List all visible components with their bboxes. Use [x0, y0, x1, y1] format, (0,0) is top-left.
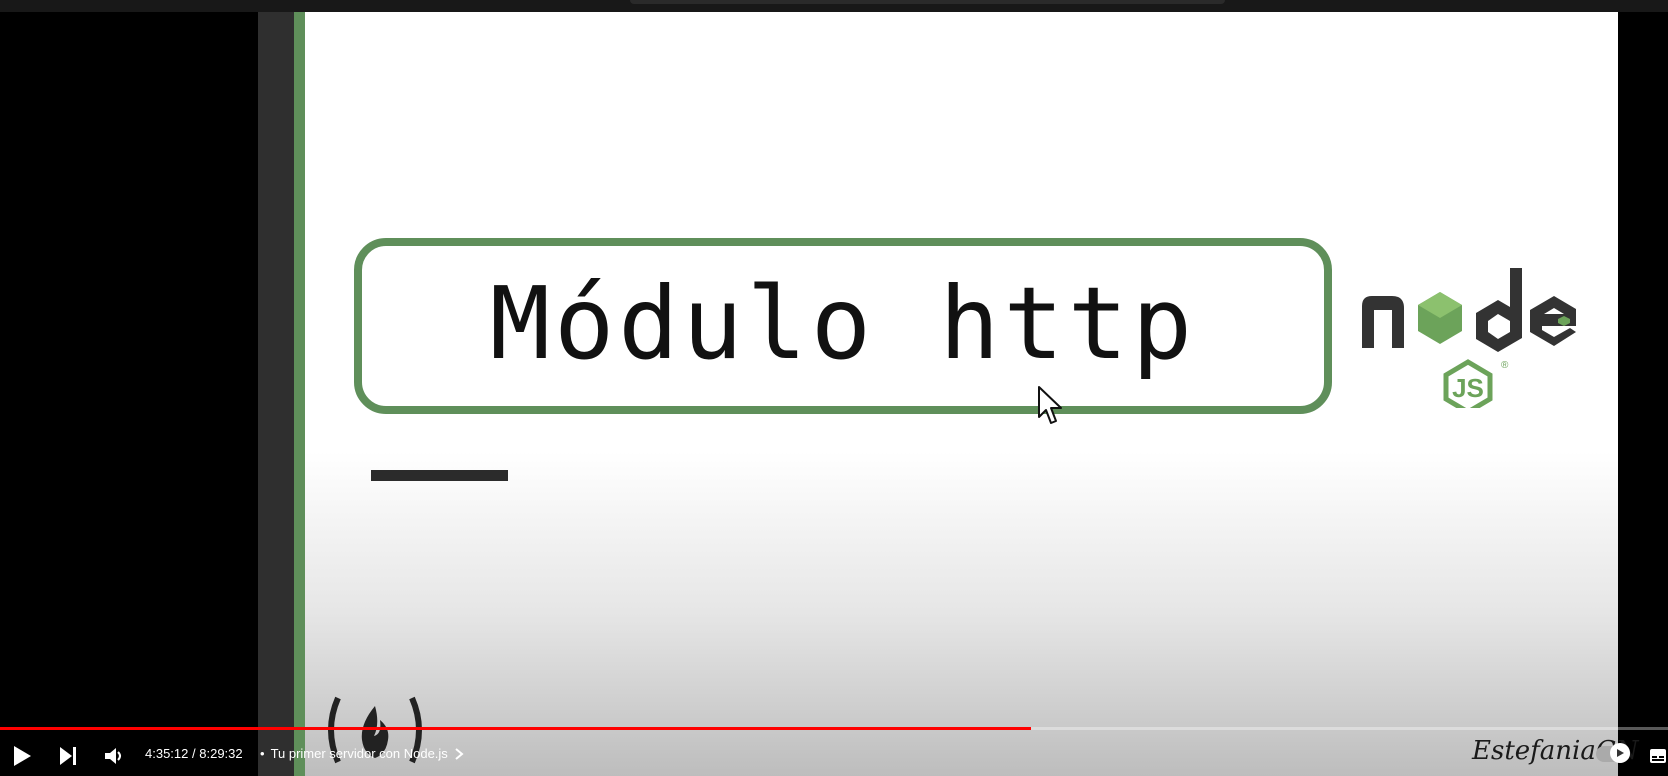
autoplay-toggle-icon — [1610, 743, 1630, 763]
next-button[interactable] — [54, 742, 82, 770]
mouse-cursor-icon — [1038, 386, 1062, 424]
slide-green-bar — [294, 12, 305, 776]
chapter-bullet: • — [260, 746, 265, 761]
freecodecamp-logo — [328, 696, 422, 764]
time-current: 4:35:12 — [145, 746, 189, 761]
volume-icon — [105, 748, 121, 764]
nodejs-logo: JS ® — [1362, 268, 1576, 408]
chevron-right-icon — [455, 747, 464, 760]
video-frame[interactable]: Módulo http JS ® — [0, 12, 1668, 776]
svg-text:®: ® — [1501, 360, 1509, 371]
top-bar-pill — [630, 0, 1225, 4]
slide-title: Módulo http — [489, 264, 1197, 382]
subtitles-button[interactable] — [1648, 744, 1668, 768]
time-separator: / — [192, 746, 196, 761]
play-button[interactable] — [8, 742, 36, 770]
volume-button[interactable] — [100, 742, 128, 770]
time-display: 4:35:12 / 8:29:32 — [145, 746, 243, 761]
progress-bar[interactable] — [0, 727, 1668, 730]
progress-played — [0, 727, 1031, 730]
browser-top-bar — [0, 0, 1668, 12]
subtitles-icon — [1650, 749, 1666, 763]
slide-left-edge — [258, 12, 294, 776]
slide-title-box: Módulo http — [354, 238, 1332, 414]
chapter-button[interactable]: • Tu primer servidor con Node.js — [260, 746, 464, 761]
node-js-text: JS — [1452, 373, 1484, 403]
time-total: 8:29:32 — [199, 746, 243, 761]
play-icon — [14, 746, 31, 766]
chapter-title: Tu primer servidor con Node.js — [270, 746, 448, 761]
slide-underline — [371, 470, 508, 481]
next-icon — [60, 747, 76, 765]
